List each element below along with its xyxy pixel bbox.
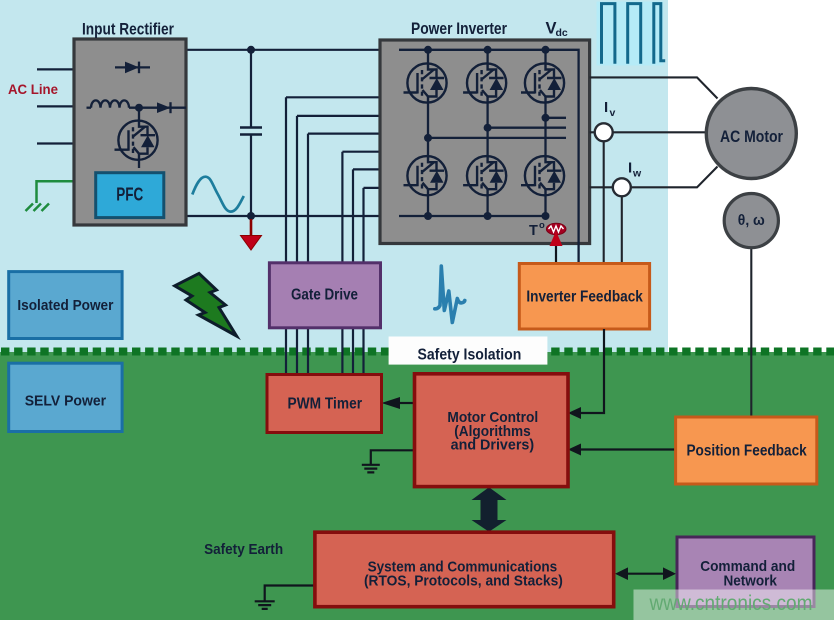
svg-text:(Algorithms: (Algorithms: [454, 423, 531, 440]
svg-text:SELV Power: SELV Power: [25, 392, 107, 409]
svg-text:I: I: [628, 160, 632, 177]
svg-text:Input Rectifier: Input Rectifier: [82, 21, 174, 39]
svg-text:Power Inverter: Power Inverter: [411, 20, 507, 38]
svg-text:V: V: [546, 20, 557, 38]
svg-text:AC Line: AC Line: [8, 81, 58, 97]
svg-text:System and Communications: System and Communications: [368, 558, 558, 575]
svg-text:(RTOS, Protocols, and Stacks): (RTOS, Protocols, and Stacks): [364, 572, 563, 589]
svg-text:Gate Drive: Gate Drive: [291, 287, 358, 304]
svg-text:v: v: [610, 107, 616, 119]
svg-text:and Drivers): and Drivers): [451, 437, 535, 454]
svg-text:Safety Earth: Safety Earth: [204, 541, 283, 558]
svg-text:PFC: PFC: [116, 185, 143, 205]
svg-text:T: T: [529, 223, 538, 239]
svg-text:Network: Network: [723, 572, 777, 589]
svg-text:I: I: [604, 99, 608, 116]
svg-text:dc: dc: [556, 27, 568, 39]
svg-text:Inverter Feedback: Inverter Feedback: [526, 288, 643, 305]
svg-text:PWM Timer: PWM Timer: [288, 396, 363, 413]
svg-text:θ, ω: θ, ω: [738, 213, 765, 229]
svg-text:Motor Control: Motor Control: [447, 409, 538, 426]
svg-text:Position Feedback: Position Feedback: [686, 442, 807, 459]
svg-text:Command and: Command and: [700, 558, 795, 575]
svg-text:w: w: [632, 168, 642, 180]
svg-text:AC Motor: AC Motor: [720, 128, 783, 146]
svg-text:Safety Isolation: Safety Isolation: [418, 346, 522, 363]
svg-text:o: o: [539, 220, 545, 231]
svg-text:www.cntronics.com: www.cntronics.com: [649, 592, 813, 615]
svg-text:Isolated Power: Isolated Power: [17, 297, 113, 314]
